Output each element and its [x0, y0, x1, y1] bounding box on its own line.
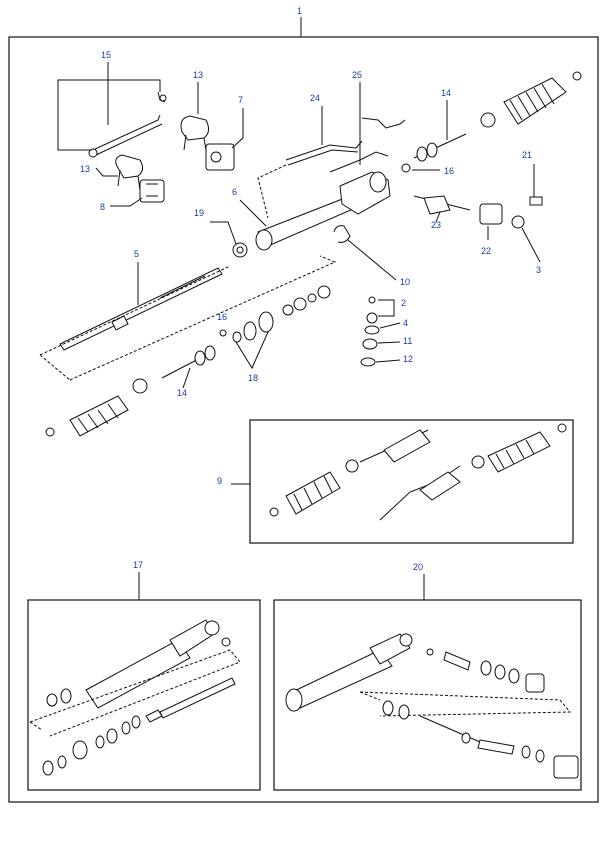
part-11-nut [362, 338, 378, 350]
main-assembly-frame [8, 36, 599, 803]
part-14-tie-rod-lower [161, 345, 216, 379]
callout-14b[interactable]: 14 [177, 388, 187, 398]
part-14-tie-rod-upper [413, 133, 467, 162]
part-18-seals [232, 311, 274, 343]
inset-17-drawing [29, 619, 241, 776]
part-4-spacer [364, 325, 380, 335]
callout-10[interactable]: 10 [400, 277, 410, 287]
callout-15[interactable]: 15 [101, 50, 111, 60]
part-boot-upper-right [480, 71, 582, 128]
inset-20-drawing [285, 633, 579, 779]
callout-19[interactable]: 19 [194, 208, 204, 218]
part-16-clip-upper [401, 163, 411, 173]
inset-9-drawing [269, 423, 567, 521]
part-13-clamp-upper [180, 115, 210, 151]
part-7-bushing [205, 143, 235, 171]
inset-17-frame [27, 599, 261, 791]
part-12-ring [360, 357, 376, 367]
part-25-hose [329, 117, 406, 173]
part-16-clip-lower [219, 329, 227, 337]
callout-6[interactable]: 6 [232, 187, 237, 197]
part-rings-row [282, 285, 331, 316]
part-15-rod [88, 91, 167, 158]
callout-9[interactable]: 9 [217, 476, 222, 486]
part-6-rack-housing [255, 171, 391, 251]
callout-16a[interactable]: 16 [444, 166, 454, 176]
callout-1[interactable]: 1 [297, 6, 302, 16]
callout-5[interactable]: 5 [134, 249, 139, 259]
callout-17[interactable]: 17 [133, 560, 143, 570]
callout-13b[interactable]: 13 [80, 164, 90, 174]
callout-8[interactable]: 8 [100, 202, 105, 212]
inset-20-frame [273, 599, 582, 791]
part-5-rack-bar [39, 255, 337, 381]
part-3-nut [511, 215, 525, 229]
callout-12[interactable]: 12 [403, 354, 413, 364]
part-13-clamp-left [115, 154, 144, 191]
part-24-hose [285, 140, 363, 166]
part-2-washer [366, 296, 378, 324]
callout-21[interactable]: 21 [522, 150, 532, 160]
callout-13a[interactable]: 13 [193, 70, 203, 80]
callout-18[interactable]: 18 [248, 373, 258, 383]
callout-20[interactable]: 20 [413, 562, 423, 572]
part-22-joint [479, 203, 503, 225]
part-21-bolt [529, 185, 543, 206]
callout-7[interactable]: 7 [238, 95, 243, 105]
part-boot-lower-left [45, 378, 148, 437]
callout-3[interactable]: 3 [536, 265, 541, 275]
callout-2[interactable]: 2 [401, 298, 406, 308]
callout-23[interactable]: 23 [431, 220, 441, 230]
part-23-inner-tie-rod [413, 195, 471, 215]
callout-11[interactable]: 11 [403, 336, 412, 346]
callout-22[interactable]: 22 [481, 246, 491, 256]
callout-25[interactable]: 25 [352, 70, 362, 80]
part-8-bushing [139, 179, 165, 203]
callout-16b[interactable]: 16 [217, 312, 227, 322]
callout-14a[interactable]: 14 [441, 88, 451, 98]
part-19-seal [232, 242, 248, 258]
part-10-snap-ring [333, 225, 351, 243]
inset-9-frame [249, 419, 574, 544]
callout-4[interactable]: 4 [403, 318, 408, 328]
callout-24[interactable]: 24 [310, 93, 320, 103]
